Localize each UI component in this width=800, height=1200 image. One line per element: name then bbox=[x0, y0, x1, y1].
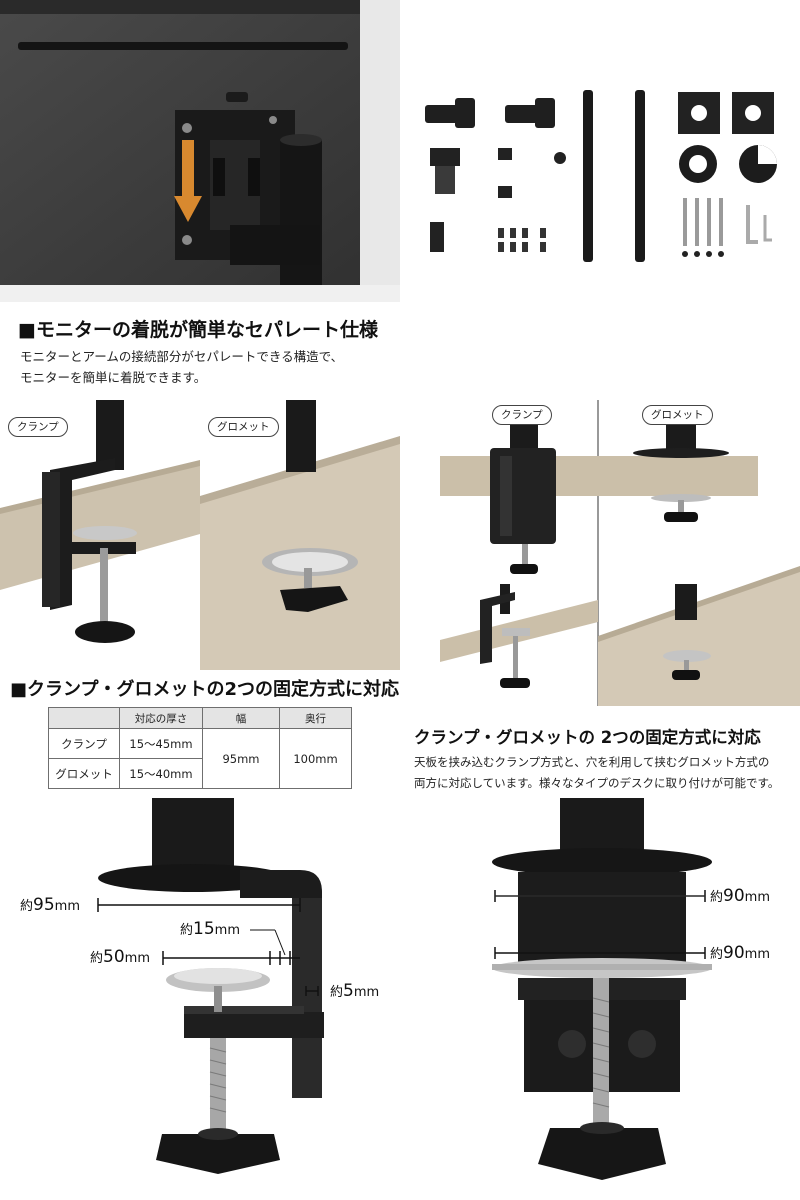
parts-kit-photo bbox=[400, 0, 800, 302]
dim-value: 50 bbox=[103, 947, 125, 967]
label-clamp-right: クランプ bbox=[492, 405, 552, 425]
dim-clamp-inner: 約15mm bbox=[180, 920, 240, 940]
dim-value: 90 bbox=[723, 943, 745, 963]
mount-methods-desc-line1: 天板を挟み込むクランプ方式と、穴を利用して挟むグロメット方式の bbox=[414, 755, 770, 769]
dim-unit: mm bbox=[214, 923, 240, 938]
label-grommet-left: グロメット bbox=[208, 417, 279, 437]
table-row-clamp-thickness: 15〜45mm bbox=[119, 728, 203, 759]
clamp-dimension-diagram bbox=[0, 798, 400, 1200]
dim-unit: mm bbox=[353, 985, 380, 1000]
table-row-grommet-name: グロメット bbox=[48, 758, 120, 789]
dim-clamp-thickness: 約5mm bbox=[330, 982, 379, 1002]
dim-unit: mm bbox=[744, 890, 770, 905]
dim-value: 90 bbox=[723, 886, 745, 906]
dim-grommet-top: 約90mm bbox=[710, 887, 770, 907]
dim-clamp-width: 約95mm bbox=[20, 896, 80, 916]
table-row: クランプ 15〜45mm 95mm 100mm bbox=[48, 728, 352, 789]
grommet-photo bbox=[200, 400, 400, 670]
table-row-clamp-name: クランプ bbox=[48, 728, 120, 759]
mount-methods-desc-line2: 両方に対応しています。様々なタイプのデスクに取り付けが可能です。 bbox=[414, 776, 780, 790]
table-header-thickness: 対応の厚さ bbox=[119, 707, 203, 729]
dim-value: 15 bbox=[193, 919, 215, 939]
down-arrow-icon bbox=[182, 140, 194, 198]
monitor-vesa-photo bbox=[0, 0, 400, 302]
separate-spec-desc-line2: モニターを簡単に着脱できます。 bbox=[20, 370, 207, 385]
dim-value: 5 bbox=[343, 981, 354, 1001]
table-header-depth: 奥行 bbox=[279, 707, 352, 729]
table-width-value: 95mm bbox=[202, 728, 280, 789]
dim-unit: mm bbox=[124, 951, 150, 966]
dim-prefix: 約 bbox=[330, 985, 344, 1000]
separate-spec-desc-line1: モニターとアームの接続部分がセパレートできる構造で、 bbox=[20, 349, 344, 364]
mount-methods-heading-right: クランプ・グロメットの 2つの固定方式に対応 bbox=[414, 728, 761, 747]
label-grommet-right: グロメット bbox=[642, 405, 713, 425]
dim-grommet-bottom: 約90mm bbox=[710, 944, 770, 964]
mount-comparison-diagram bbox=[440, 400, 800, 706]
dim-prefix: 約 bbox=[180, 923, 194, 938]
table-header-blank bbox=[48, 707, 120, 729]
grommet-dimension-diagram bbox=[400, 798, 800, 1200]
table-row-grommet-thickness: 15〜40mm bbox=[119, 758, 203, 789]
dim-prefix: 約 bbox=[90, 951, 104, 966]
dim-prefix: 約 bbox=[710, 890, 724, 905]
separate-spec-heading: ■モニターの着脱が簡単なセパレート仕様 bbox=[18, 319, 378, 341]
dim-clamp-plate: 約50mm bbox=[90, 948, 150, 968]
dim-prefix: 約 bbox=[20, 899, 34, 914]
dim-prefix: 約 bbox=[710, 947, 724, 962]
clamp-photo bbox=[0, 400, 200, 670]
table-depth-value: 100mm bbox=[279, 728, 352, 789]
dim-value: 95 bbox=[33, 895, 55, 915]
table-header-width: 幅 bbox=[202, 707, 280, 729]
mount-methods-heading: ■クランプ・グロメットの2つの固定方式に対応 bbox=[10, 679, 399, 700]
dim-unit: mm bbox=[54, 899, 80, 914]
table-row: グロメット 15〜40mm bbox=[48, 758, 352, 789]
label-clamp-left: クランプ bbox=[8, 417, 68, 437]
dim-unit: mm bbox=[744, 947, 770, 962]
mount-spec-table: 対応の厚さ 幅 奥行 クランプ 15〜45mm 95mm 100mm グロメット… bbox=[48, 707, 352, 789]
